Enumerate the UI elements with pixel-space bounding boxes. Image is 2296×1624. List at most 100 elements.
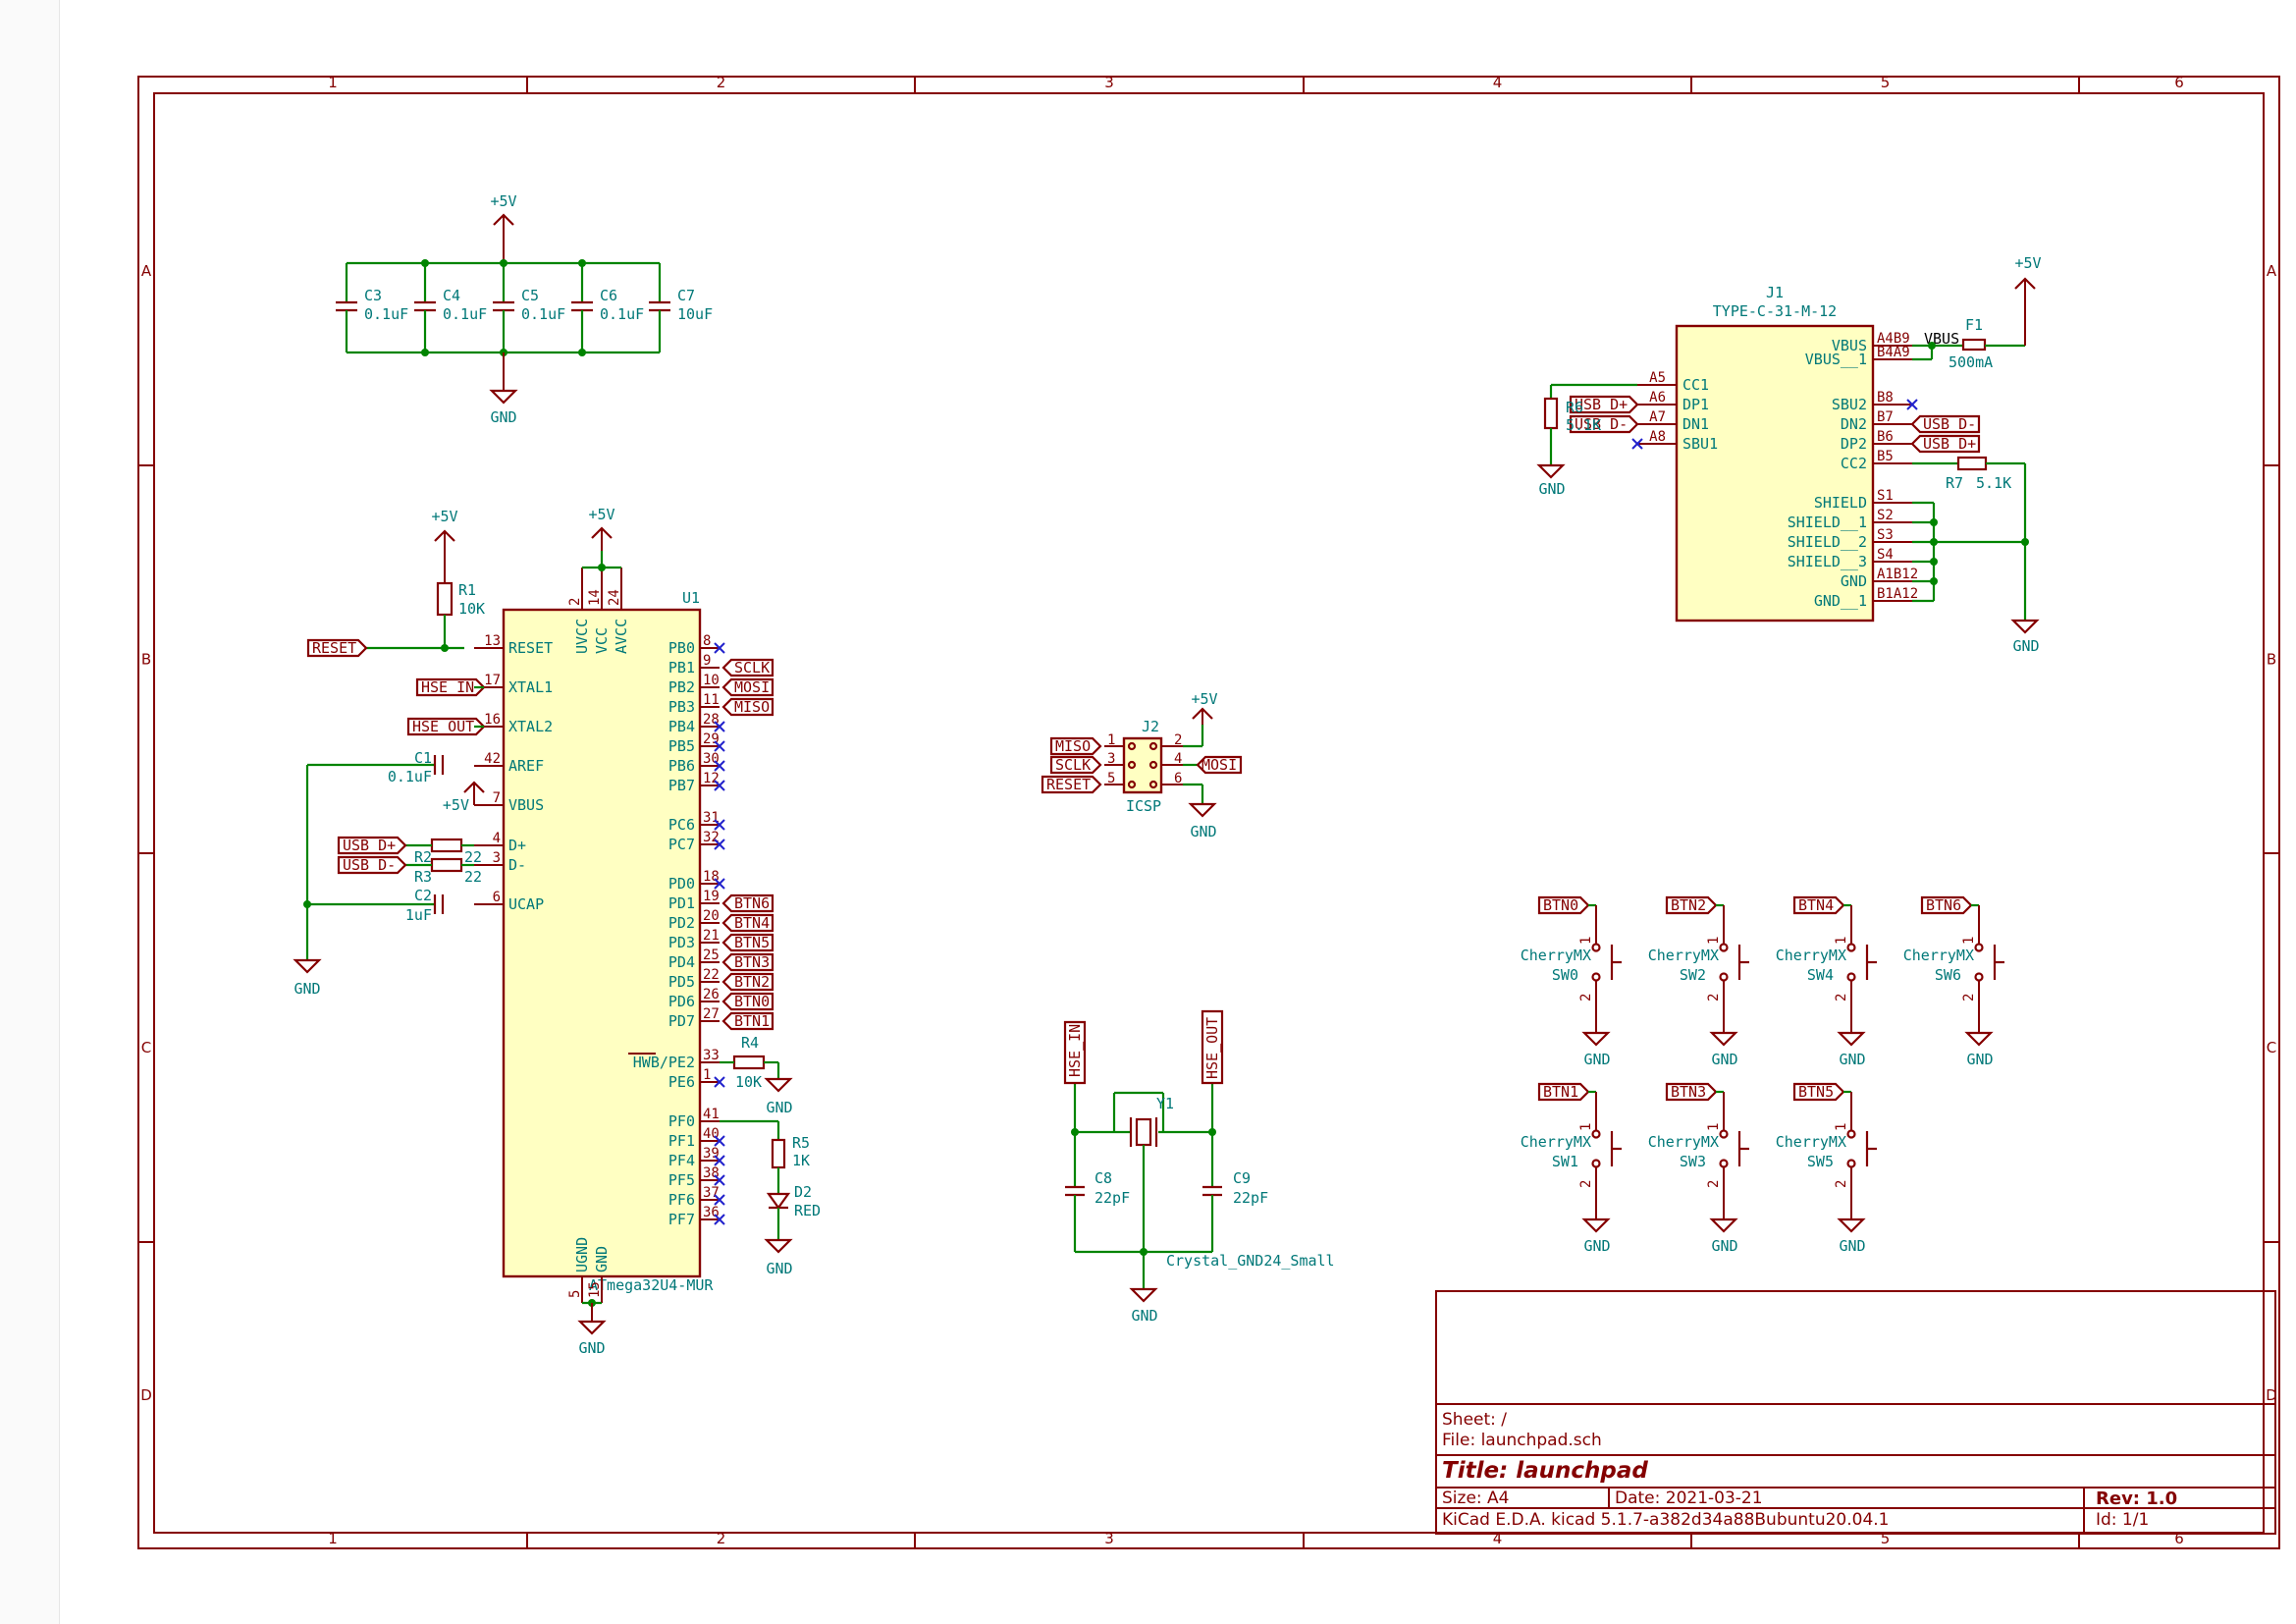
switch-pin-num: 1 bbox=[1706, 937, 1722, 945]
mcu-pin-name: UGND bbox=[573, 1237, 591, 1272]
usb-pin-num: S2 bbox=[1877, 508, 1894, 523]
switch-value: CherryMX bbox=[1521, 1133, 1591, 1151]
usb-pin-name: VBUS__1 bbox=[1805, 351, 1867, 368]
usb-pin-num: A4B9 bbox=[1877, 331, 1910, 347]
switch-pin-num: 2 bbox=[1578, 1180, 1594, 1188]
decap-ref: C4 bbox=[443, 287, 460, 304]
mcu-pin-num: 11 bbox=[703, 692, 720, 708]
usb-vcc-label: +5V bbox=[2014, 254, 2041, 272]
mcu-pin-name: PE6 bbox=[668, 1073, 695, 1091]
r6-gnd-label: GND bbox=[1538, 480, 1565, 498]
switch-pin-num: 1 bbox=[1578, 1123, 1594, 1131]
mcu-pin-num: 3 bbox=[493, 850, 501, 866]
frame-row-D: D bbox=[2266, 1386, 2277, 1404]
icsp-net-reset: RESET bbox=[1046, 776, 1091, 793]
switch-pin-num: 1 bbox=[1706, 1123, 1722, 1131]
decap-value: 0.1uF bbox=[443, 305, 487, 323]
switch-ref: SW2 bbox=[1680, 966, 1706, 984]
tb-sheet: Sheet: / bbox=[1442, 1410, 1507, 1430]
crystal-value: Crystal_GND24_Small bbox=[1166, 1252, 1335, 1270]
switch-value: CherryMX bbox=[1521, 947, 1591, 964]
decap-value: 0.1uF bbox=[521, 305, 565, 323]
mcu-pin-num: 7 bbox=[493, 790, 501, 806]
c9-value: 22pF bbox=[1233, 1189, 1268, 1207]
frame-row-C: C bbox=[141, 1039, 151, 1056]
mcu-pin-name: VBUS bbox=[508, 796, 544, 814]
mcu-gnd-label: GND bbox=[578, 1339, 605, 1357]
mcu-pin-num: 16 bbox=[484, 712, 501, 728]
mcu-net-btn5: BTN5 bbox=[734, 934, 770, 951]
mcu-body bbox=[502, 608, 702, 1278]
mcu-value: ATmega32U4-MUR bbox=[589, 1276, 714, 1294]
decap-ref: C3 bbox=[364, 287, 382, 304]
c8-value: 22pF bbox=[1095, 1189, 1130, 1207]
icsp-net-sclk: SCLK bbox=[1055, 756, 1091, 774]
switch-gnd-label: GND bbox=[1839, 1237, 1865, 1255]
mcu-pin-name: PF6 bbox=[668, 1191, 695, 1209]
usb-gnd-label: GND bbox=[2012, 637, 2039, 655]
mcu-pin-name: HWB/PE2 bbox=[633, 1054, 695, 1071]
r1-value: 10K bbox=[458, 600, 485, 618]
switch-ref: SW6 bbox=[1935, 966, 1961, 984]
c1-value: 0.1uF bbox=[388, 768, 432, 785]
switch-net-btn4: BTN4 bbox=[1798, 896, 1834, 914]
power-label-gnd: GND bbox=[490, 408, 516, 426]
mcu-pin-name: UVCC bbox=[573, 619, 591, 654]
d2-value: RED bbox=[794, 1202, 821, 1219]
c1-ref: C1 bbox=[414, 749, 432, 767]
mcu-pin-name: PD6 bbox=[668, 993, 695, 1010]
frame-col-5: 5 bbox=[1881, 74, 1891, 91]
mcu-pin-num: 26 bbox=[703, 987, 720, 1002]
crystal-gnd-label: GND bbox=[1131, 1307, 1157, 1325]
mcu-pin-name: AVCC bbox=[613, 619, 630, 654]
crystal-out-label: HSE_OUT bbox=[1203, 1017, 1221, 1079]
switch-value: CherryMX bbox=[1776, 1133, 1846, 1151]
icsp-pin-num: 6 bbox=[1174, 771, 1182, 786]
icsp-net-miso: MISO bbox=[1055, 737, 1091, 755]
r4-ref: R4 bbox=[741, 1034, 759, 1052]
switch-gnd-label: GND bbox=[1839, 1051, 1865, 1068]
usb-pin-name: SHIELD__2 bbox=[1788, 533, 1867, 551]
icsp-ref: J2 bbox=[1142, 718, 1159, 735]
switch-net-btn5: BTN5 bbox=[1798, 1083, 1834, 1101]
switch-pin-num: 2 bbox=[1706, 1180, 1722, 1188]
usb-pin-name: SHIELD__1 bbox=[1788, 514, 1867, 531]
usb-pin-num: B7 bbox=[1877, 409, 1894, 425]
usb-pin-num: A7 bbox=[1649, 409, 1666, 425]
frame-col-4: 4 bbox=[1493, 1530, 1503, 1547]
usb-value: TYPE-C-31-M-12 bbox=[1713, 302, 1837, 320]
tb-rev: Rev: 1.0 bbox=[2096, 1489, 2177, 1509]
mcu-pin-num: 22 bbox=[703, 967, 720, 983]
mcu-pin-name: PD7 bbox=[668, 1012, 695, 1030]
mcu-pin-name: PF5 bbox=[668, 1171, 695, 1189]
mcu-pin-name: PD4 bbox=[668, 953, 695, 971]
usb-pin-num: A1B12 bbox=[1877, 567, 1918, 582]
mcu-pin-name: PB0 bbox=[668, 639, 695, 657]
switch-pin-num: 1 bbox=[1834, 937, 1849, 945]
icsp-value: ICSP bbox=[1126, 797, 1161, 815]
mcu-pin-name: PB4 bbox=[668, 718, 695, 735]
switch-matrix: BTN012CherryMXSW0GNDBTN212CherryMXSW2GND… bbox=[1521, 895, 2004, 1255]
net-hse-in: HSE_IN bbox=[421, 678, 474, 696]
usb-net-dp-right: USB_D+ bbox=[1923, 435, 1976, 453]
frame-row-C: C bbox=[2267, 1039, 2276, 1056]
usb-pin-num: B8 bbox=[1877, 390, 1894, 406]
r1-vcc-label: +5V bbox=[431, 508, 457, 525]
mcu-net-btn0: BTN0 bbox=[734, 993, 770, 1010]
usb-pin-num: B6 bbox=[1877, 429, 1894, 445]
switch-gnd-label: GND bbox=[1583, 1237, 1610, 1255]
crystal-block: Y1 Crystal_GND24_Small C8 22pF C9 22pF G… bbox=[1063, 1009, 1335, 1325]
r3-value: 22 bbox=[464, 868, 482, 886]
icsp-vcc-label: +5V bbox=[1191, 690, 1217, 708]
d2-gnd-label: GND bbox=[766, 1260, 792, 1277]
mcu-pin-num: 1 bbox=[703, 1067, 711, 1083]
mcu-pin-name: PD3 bbox=[668, 934, 695, 951]
tb-date: Date: 2021-03-21 bbox=[1615, 1489, 1763, 1508]
switch-pin-num: 2 bbox=[1706, 994, 1722, 1001]
switch-pin-num: 2 bbox=[1834, 1180, 1849, 1188]
icsp-pin-num: 3 bbox=[1107, 751, 1115, 767]
usb-net-dp-left: USB_D+ bbox=[1575, 396, 1628, 413]
r2-ref: R2 bbox=[414, 848, 432, 866]
